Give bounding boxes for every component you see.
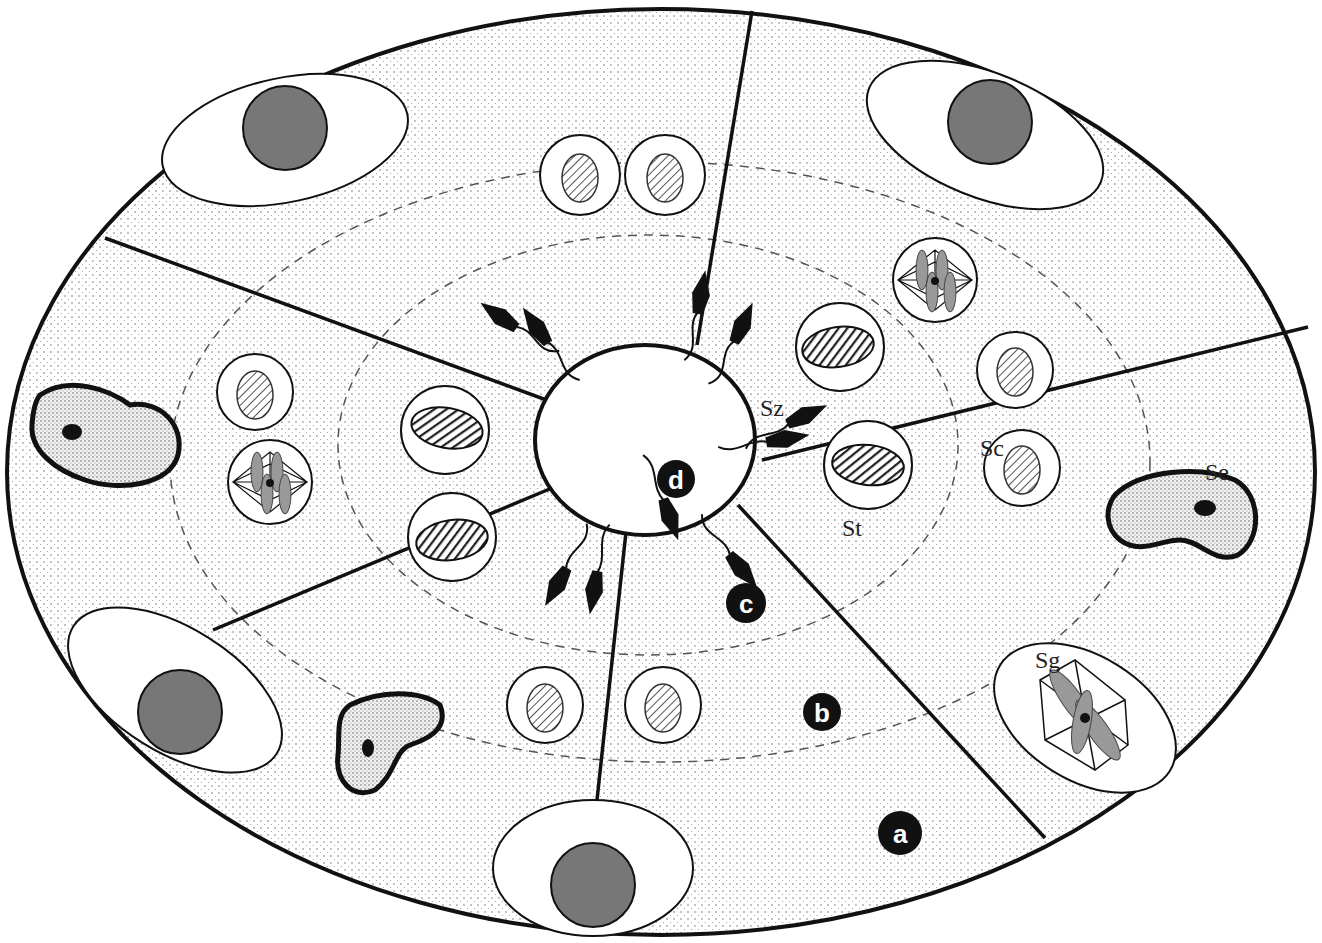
cell-type-label: Sg [1035, 648, 1060, 672]
callout-letter: b [814, 700, 830, 726]
callout-letter: d [668, 467, 684, 493]
callout-letter: c [739, 591, 753, 617]
cell-type-label: Sc [980, 436, 1004, 460]
cell-type-label: St [842, 516, 862, 540]
sperm-cell [717, 426, 811, 460]
cell-type-label: Sz [760, 396, 784, 420]
sperm-cell [515, 302, 583, 388]
callout-letter: a [893, 821, 907, 847]
sperm-cell [581, 522, 615, 616]
sperm-cell [740, 397, 831, 452]
sperm-cell [475, 295, 561, 363]
sperm-cell [706, 299, 761, 390]
cell-type-label: Se [1205, 460, 1229, 484]
sperm-cell [680, 269, 714, 363]
sperm-cell [691, 512, 764, 594]
callout-discs [657, 460, 922, 855]
spermatozoa [475, 269, 831, 616]
